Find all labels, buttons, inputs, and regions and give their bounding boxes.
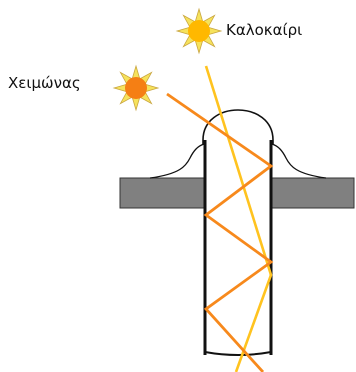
tube-bottom (204, 351, 272, 356)
roof-right (271, 177, 355, 209)
winter-label: Χειμώνας (8, 74, 81, 92)
roof-left (119, 177, 205, 209)
skylight-dome (202, 109, 274, 145)
flashing-left (149, 143, 205, 179)
winter-ray (166, 92, 274, 372)
summer-sun-icon (175, 7, 223, 55)
summer-label: Καλοκαίρι (226, 21, 303, 39)
winter-sun-icon (112, 64, 160, 112)
flashing-right (271, 143, 327, 179)
